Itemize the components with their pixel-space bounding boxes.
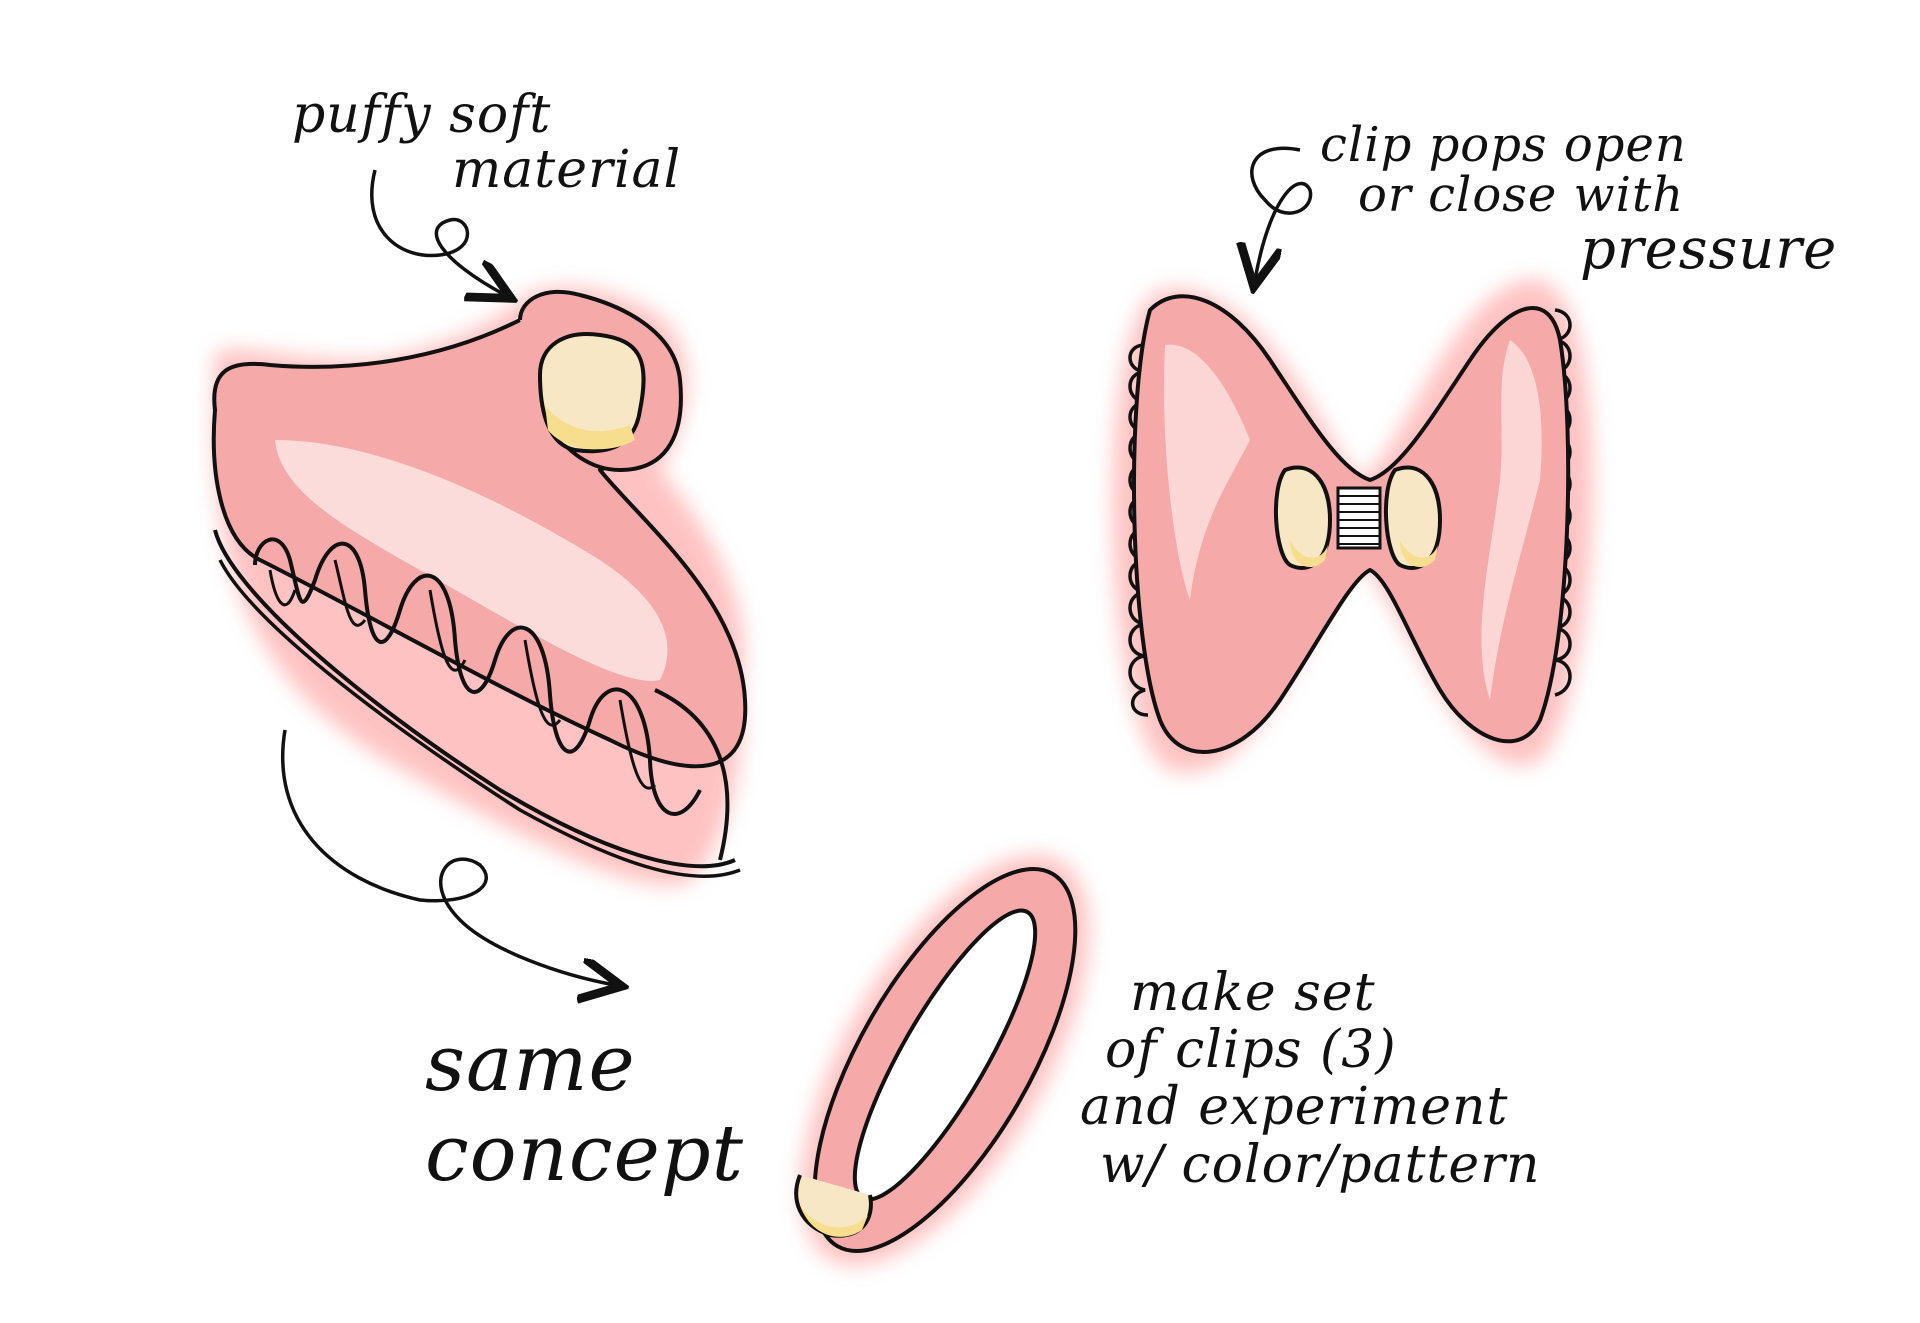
bow-clip — [1112, 279, 1593, 773]
note-same-concept: same concept — [425, 1019, 744, 1199]
arrow-puffy — [370, 169, 505, 295]
note-puffy-soft-material: puffy soft material — [292, 88, 681, 197]
note-line: or close with — [1358, 167, 1685, 224]
note-line: puffy soft — [292, 85, 552, 145]
note-line: make set — [1130, 963, 1376, 1023]
note-line: w/ color/pattern — [1100, 1134, 1541, 1195]
note-make-set: make set of clips (3) and experiment w/ … — [1080, 963, 1541, 1195]
claw-clip — [211, 286, 748, 886]
note-line: clip pops open — [1320, 117, 1687, 173]
note-line: and experiment — [1080, 1077, 1509, 1138]
note-line: of clips (3) — [1105, 1020, 1397, 1081]
note-line: pressure — [1580, 216, 1838, 282]
arrow-clip-pops — [1252, 146, 1313, 280]
note-line: same — [425, 1019, 636, 1109]
note-line: material — [452, 139, 682, 200]
note-line: concept — [425, 1108, 744, 1199]
note-clip-pops-open: clip pops open or close with pressure — [1320, 120, 1837, 280]
arrow-same-concept — [280, 729, 615, 985]
oval-clip — [794, 854, 1089, 1266]
